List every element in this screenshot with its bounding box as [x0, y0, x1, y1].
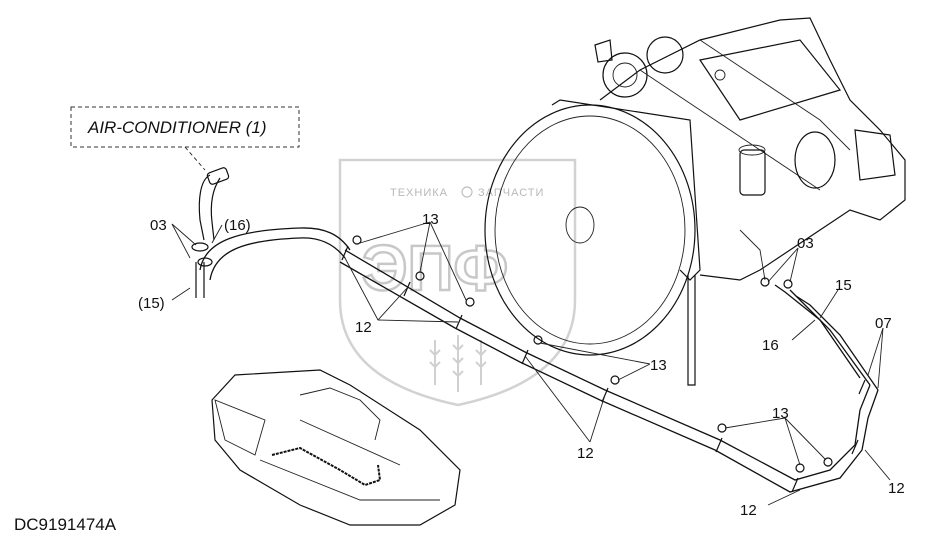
hose-assembly	[191, 167, 879, 493]
watermark-big: ЭПФ	[362, 232, 508, 304]
callout-low-13: 13	[772, 405, 789, 422]
engine	[484, 17, 906, 386]
watermark-brand2: ЗАПЧАСТИ	[478, 187, 544, 199]
callout-right-15: 15	[835, 277, 852, 294]
callout-left-15: (15)	[138, 295, 165, 312]
callout-mid-13: 13	[650, 357, 667, 374]
callout-mid-12: 12	[577, 445, 594, 462]
callouts: 03 (16) (15) 13 12 13 12 13 03 15 16 07 …	[138, 211, 905, 519]
gear-icon	[461, 186, 473, 198]
excavator-inset	[211, 369, 461, 526]
callout-top-12: 12	[355, 319, 372, 336]
callout-left-16: (16)	[224, 217, 251, 234]
callout-top-13: 13	[422, 211, 439, 228]
callout-right-03: 03	[797, 235, 814, 252]
callout-bottom-12: 12	[740, 502, 757, 519]
drawing-code: DC9191474A	[14, 515, 117, 534]
watermark: ТЕХНИКА ЗАПЧАСТИ ЭПФ	[338, 158, 577, 407]
wheat-icon	[429, 335, 487, 392]
title-text: AIR-CONDITIONER (1)	[87, 118, 267, 137]
callout-right-12: 12	[888, 480, 905, 497]
title-box: AIR-CONDITIONER (1)	[70, 106, 300, 171]
callout-right-16: 16	[762, 337, 779, 354]
clamps	[341, 245, 866, 493]
watermark-brand: ТЕХНИКА	[390, 187, 448, 199]
leader-lines	[171, 221, 891, 506]
callout-left-03: 03	[150, 217, 167, 234]
callout-right-07: 07	[875, 315, 892, 332]
